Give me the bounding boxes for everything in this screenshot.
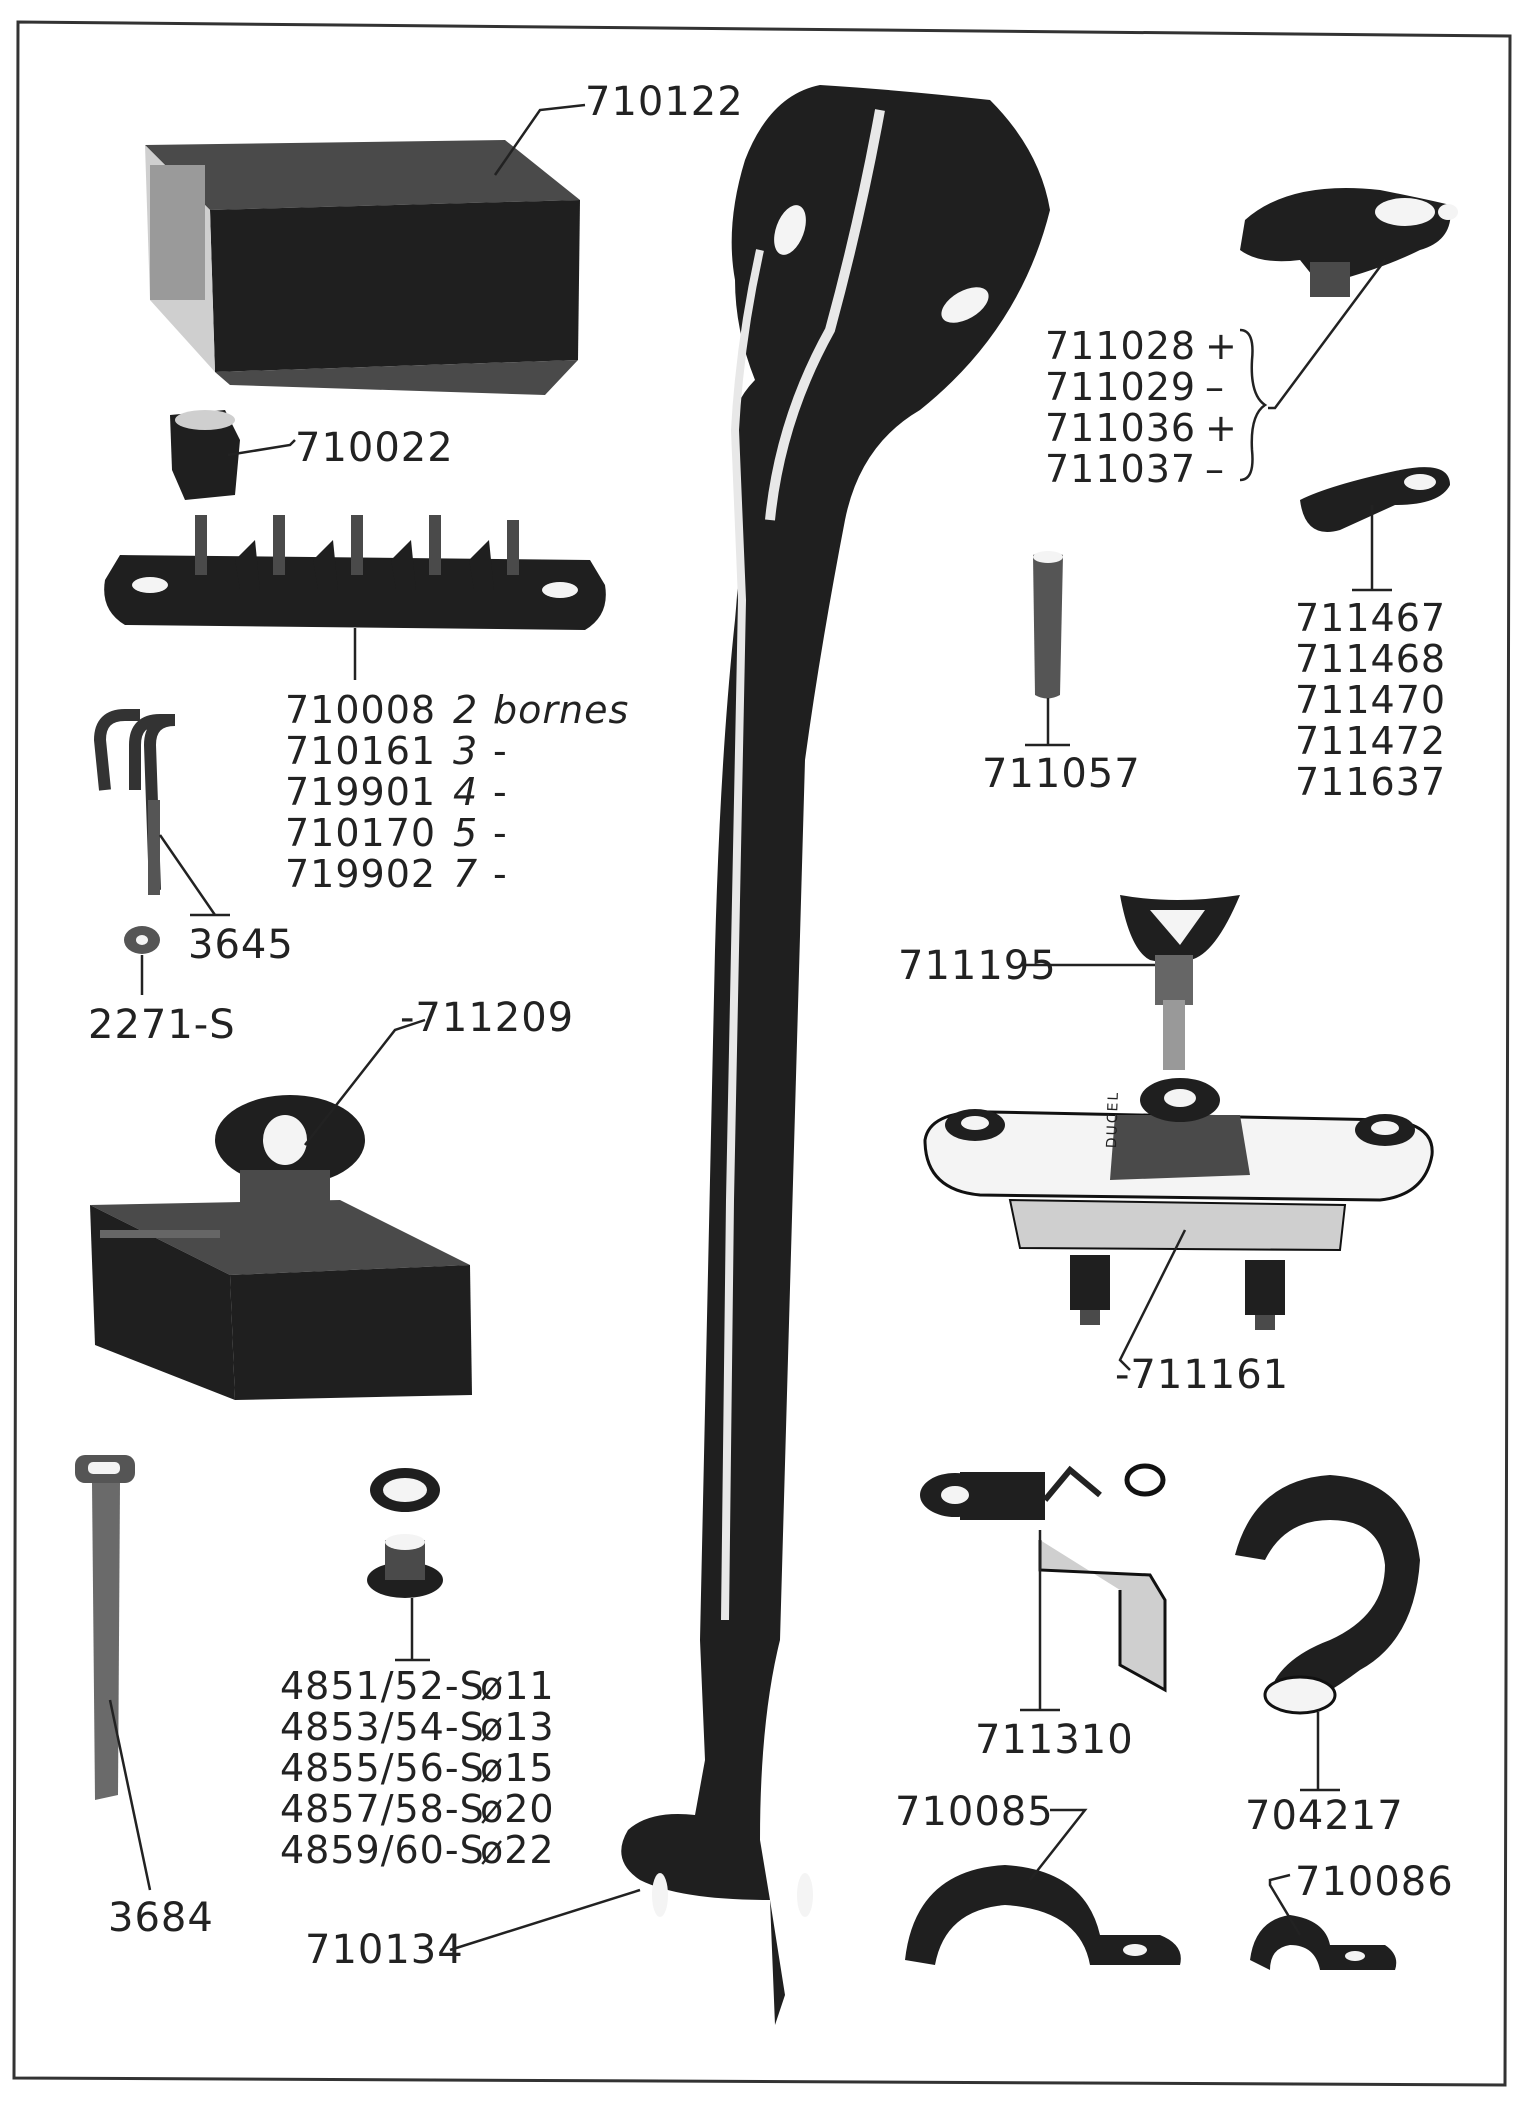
terminal-sleeve-illustration <box>1033 551 1063 699</box>
terminal-strip-count: 5 <box>453 811 479 855</box>
battery-clamp-polarity: – <box>1205 447 1225 491</box>
terminal-strip-unit: - <box>493 770 508 814</box>
label-710022: 710022 <box>295 425 454 471</box>
switch-box-illustration <box>90 1095 472 1400</box>
terminal-strip-row: 710161 3 - <box>285 731 629 772</box>
fuse-box-cover-illustration <box>145 140 580 395</box>
grommet-diameter: ø11 <box>480 1664 555 1708</box>
battery-clamp-row: 711037 – <box>1045 449 1238 490</box>
terminal-strip-unit: bornes <box>493 688 630 732</box>
label-3645: 3645 <box>188 922 294 968</box>
terminal-strip-row: 710008 2 bornes <box>285 690 629 731</box>
grommet-ref: 4851/52-S <box>280 1664 485 1708</box>
terminal-strip-ref: 710161 <box>285 729 437 773</box>
terminal-strip-row: 719901 4 - <box>285 772 629 813</box>
switch-brand-marking: DUCEL <box>1104 1090 1122 1149</box>
battery-clamp-ref-table: 711028 + 711029 – 711036 + 711037 – <box>1045 326 1238 490</box>
label-711195: 711195 <box>898 943 1057 989</box>
hex-nut-illustration <box>170 410 240 500</box>
cable-tie-illustration <box>75 1455 135 1800</box>
terminal-strip-count: 3 <box>453 729 479 773</box>
cable-lug-ref: 711470 <box>1295 678 1447 722</box>
page-border <box>12 20 1512 2087</box>
tube-clip-illustration <box>920 1463 1167 1693</box>
terminal-strip-count: 7 <box>453 852 479 896</box>
battery-switch-illustration <box>923 1078 1434 1330</box>
label-3684: 3684 <box>108 1895 214 1941</box>
saddle-clamp-illustration <box>905 1865 1181 1965</box>
grommet-row: 4857/58-S ø20 <box>280 1789 555 1830</box>
label-710086: 710086 <box>1295 1859 1454 1905</box>
label-2271-s: 2271-S <box>88 1002 236 1048</box>
label-711310: 711310 <box>975 1717 1134 1763</box>
grommet-row: 4853/54-S ø13 <box>280 1707 555 1748</box>
battery-clamp-row: 711036 + <box>1045 408 1238 449</box>
label-711209: -711209 <box>400 995 575 1041</box>
cable-lug-ref: 711637 <box>1295 760 1447 804</box>
grommet-ref-table: 4851/52-S ø11 4853/54-S ø13 4855/56-S ø1… <box>280 1666 555 1871</box>
grommet-ref: 4853/54-S <box>280 1705 485 1749</box>
label-704217: 704217 <box>1245 1793 1404 1839</box>
grommet-row: 4851/52-S ø11 <box>280 1666 555 1707</box>
battery-clamp-row: 711028 + <box>1045 326 1238 367</box>
terminal-strip-count: 4 <box>453 770 479 814</box>
grommet-ref: 4859/60-S <box>280 1828 485 1872</box>
label-710122: 710122 <box>585 79 744 125</box>
battery-clamp-illustration <box>1240 188 1458 297</box>
grommet-ref: 4855/56-S <box>280 1746 485 1790</box>
label-710134: 710134 <box>305 1927 464 1973</box>
open-clamp-illustration <box>1235 1475 1420 1715</box>
terminal-strip-ref-table: 710008 2 bornes 710161 3 - 719901 4 - 71… <box>285 690 629 895</box>
cable-lug-ref: 711468 <box>1295 637 1447 681</box>
battery-clamp-polarity: + <box>1205 324 1238 368</box>
grommet-diameter: ø15 <box>480 1746 555 1790</box>
grommet-diameter: ø22 <box>480 1828 555 1872</box>
battery-clamp-row: 711029 – <box>1045 367 1238 408</box>
terminal-strip-illustration <box>104 515 606 630</box>
grommet-diameter: ø20 <box>480 1787 555 1831</box>
label-711057: 711057 <box>982 751 1141 797</box>
label-711161: -711161 <box>1115 1352 1290 1398</box>
terminal-strip-ref: 710008 <box>285 688 437 732</box>
cable-lug-ref: 711472 <box>1295 719 1447 763</box>
cable-lug-ref-list: 711467 711468 711470 711472 711637 <box>1295 598 1446 803</box>
cable-lug-ref: 711467 <box>1295 596 1447 640</box>
cable-lug-illustration <box>1300 467 1450 532</box>
terminal-strip-unit: - <box>493 729 508 773</box>
terminal-strip-row: 719902 7 - <box>285 854 629 895</box>
terminal-strip-ref: 710170 <box>285 811 437 855</box>
small-clamp-illustration <box>1250 1915 1397 1970</box>
terminal-strip-unit: - <box>493 852 508 896</box>
battery-clamp-polarity: – <box>1205 365 1225 409</box>
long-bracket-illustration <box>621 85 1050 2025</box>
switch-key-illustration <box>1120 895 1240 1070</box>
terminal-strip-count: 2 <box>453 688 479 732</box>
grommet-diameter: ø13 <box>480 1705 555 1749</box>
terminal-strip-ref: 719902 <box>285 852 437 896</box>
terminal-strip-row: 710170 5 - <box>285 813 629 854</box>
battery-clamp-ref: 711036 <box>1045 406 1197 450</box>
grommet-row: 4855/56-S ø15 <box>280 1748 555 1789</box>
terminal-strip-ref: 719901 <box>285 770 437 814</box>
grommet-ref: 4857/58-S <box>280 1787 485 1831</box>
u-bolt-illustration <box>93 709 176 895</box>
battery-clamp-ref: 711028 <box>1045 324 1197 368</box>
battery-clamp-polarity: + <box>1205 406 1238 450</box>
grommets-illustration <box>367 1468 443 1598</box>
grommet-row: 4859/60-S ø22 <box>280 1830 555 1871</box>
small-nut-illustration <box>124 926 160 954</box>
battery-clamp-ref: 711037 <box>1045 447 1197 491</box>
label-710085: 710085 <box>895 1789 1054 1835</box>
battery-clamp-ref: 711029 <box>1045 365 1197 409</box>
terminal-strip-unit: - <box>493 811 508 855</box>
